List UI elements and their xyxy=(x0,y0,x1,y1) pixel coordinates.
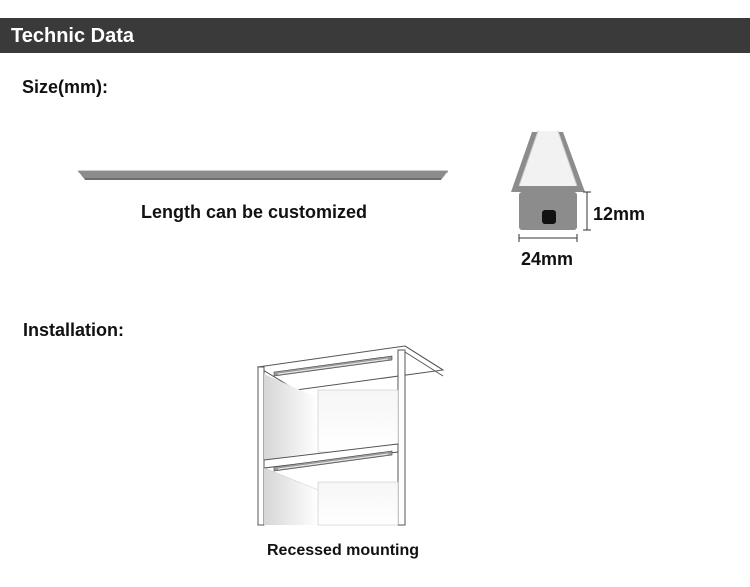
section-header: Technic Data xyxy=(0,18,750,53)
installation-heading: Installation: xyxy=(23,320,125,340)
width-dimension-label: 24mm xyxy=(521,249,574,269)
cabinet-installation-drawing xyxy=(256,345,445,526)
mounting-caption: Recessed mounting xyxy=(267,542,420,559)
profile-length-drawing xyxy=(78,170,448,180)
length-caption: Length can be customized xyxy=(141,202,368,222)
height-dimension-label: 12mm xyxy=(593,204,646,224)
size-heading: Size(mm): xyxy=(22,77,109,97)
section-title: Technic Data xyxy=(11,25,134,47)
profile-cross-section-drawing xyxy=(511,130,591,242)
